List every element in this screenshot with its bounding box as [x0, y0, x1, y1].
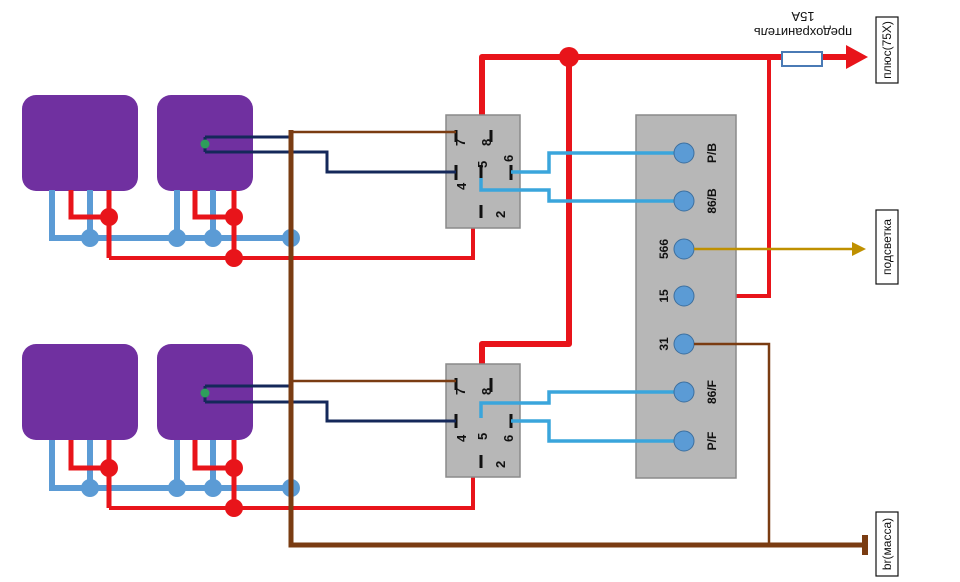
junction-dot [200, 388, 210, 398]
junction-dot [200, 139, 210, 149]
junction-dot [204, 479, 222, 497]
relay-top-pin-6: 6 [501, 155, 516, 162]
plus-arrow-head [846, 45, 868, 69]
junction-dot [168, 479, 186, 497]
svg-text:15A: 15A [791, 9, 814, 24]
lamp-group-top [22, 95, 300, 267]
connector-pin-86b [673, 190, 695, 212]
connector-pin-pf [673, 430, 695, 452]
lamp-top-left [22, 95, 138, 191]
fuse-label: предохранитель 15A [754, 9, 852, 40]
svg-text:плюс(75X): плюс(75X) [880, 21, 894, 79]
svg-text:подсветка: подсветка [880, 219, 894, 275]
junction-dot [100, 459, 118, 477]
relay-top-pin-5: 5 [475, 161, 490, 168]
relay-bottom-pin-4: 4 [454, 434, 469, 442]
connector-label-pb: P/B [705, 143, 719, 163]
relay-top-pin-7: 7 [453, 139, 468, 146]
junction-dot [81, 479, 99, 497]
label-plus: плюс(75X) [875, 16, 899, 84]
junction-dot [81, 229, 99, 247]
relay-bottom-pin-6: 6 [501, 435, 516, 442]
ground-terminal [862, 535, 868, 555]
ground-bus [288, 130, 866, 548]
relay-top [445, 114, 521, 229]
fuse-box [781, 51, 823, 67]
connector-pin-566 [673, 238, 695, 260]
junction-dot [100, 208, 118, 226]
junction-dot [225, 459, 243, 477]
relay-bottom [445, 363, 521, 478]
connector-label-86b: 86/B [705, 188, 719, 214]
connector-pin-pb [673, 142, 695, 164]
junction-dot [559, 47, 579, 67]
label-backlight: подсветка [875, 209, 899, 285]
relay-bottom-pin-5: 5 [475, 433, 490, 440]
connector-pin-31 [673, 333, 695, 355]
junction-dot [204, 229, 222, 247]
relay-bottom-pin-2: 2 [493, 461, 508, 468]
connector-label-15: 15 [657, 289, 671, 303]
junction-dot [168, 229, 186, 247]
backlight-arrow-head [852, 242, 866, 256]
connector-label-pf: P/F [705, 432, 719, 451]
label-ground: br(масса) [875, 511, 899, 577]
connector-label-566: 566 [657, 239, 671, 259]
relay-bottom-pin-8: 8 [479, 388, 494, 395]
connector-label-31: 31 [657, 337, 671, 351]
lamp-bottom-left [22, 344, 138, 440]
power-bus-top [479, 54, 855, 132]
connector-pin-86f [673, 381, 695, 403]
relay-top-pin-4: 4 [454, 182, 469, 190]
relay-top-pin-8: 8 [479, 139, 494, 146]
relay-top-pin-2: 2 [493, 211, 508, 218]
svg-text:предохранитель: предохранитель [754, 25, 852, 40]
svg-text:br(масса): br(масса) [880, 518, 894, 570]
connector-label-86f: 86/F [705, 380, 719, 404]
connector-pin-15 [673, 285, 695, 307]
lamp-group-bottom [22, 344, 300, 517]
junction-dot [225, 208, 243, 226]
relay-bottom-pin-7: 7 [453, 388, 468, 395]
